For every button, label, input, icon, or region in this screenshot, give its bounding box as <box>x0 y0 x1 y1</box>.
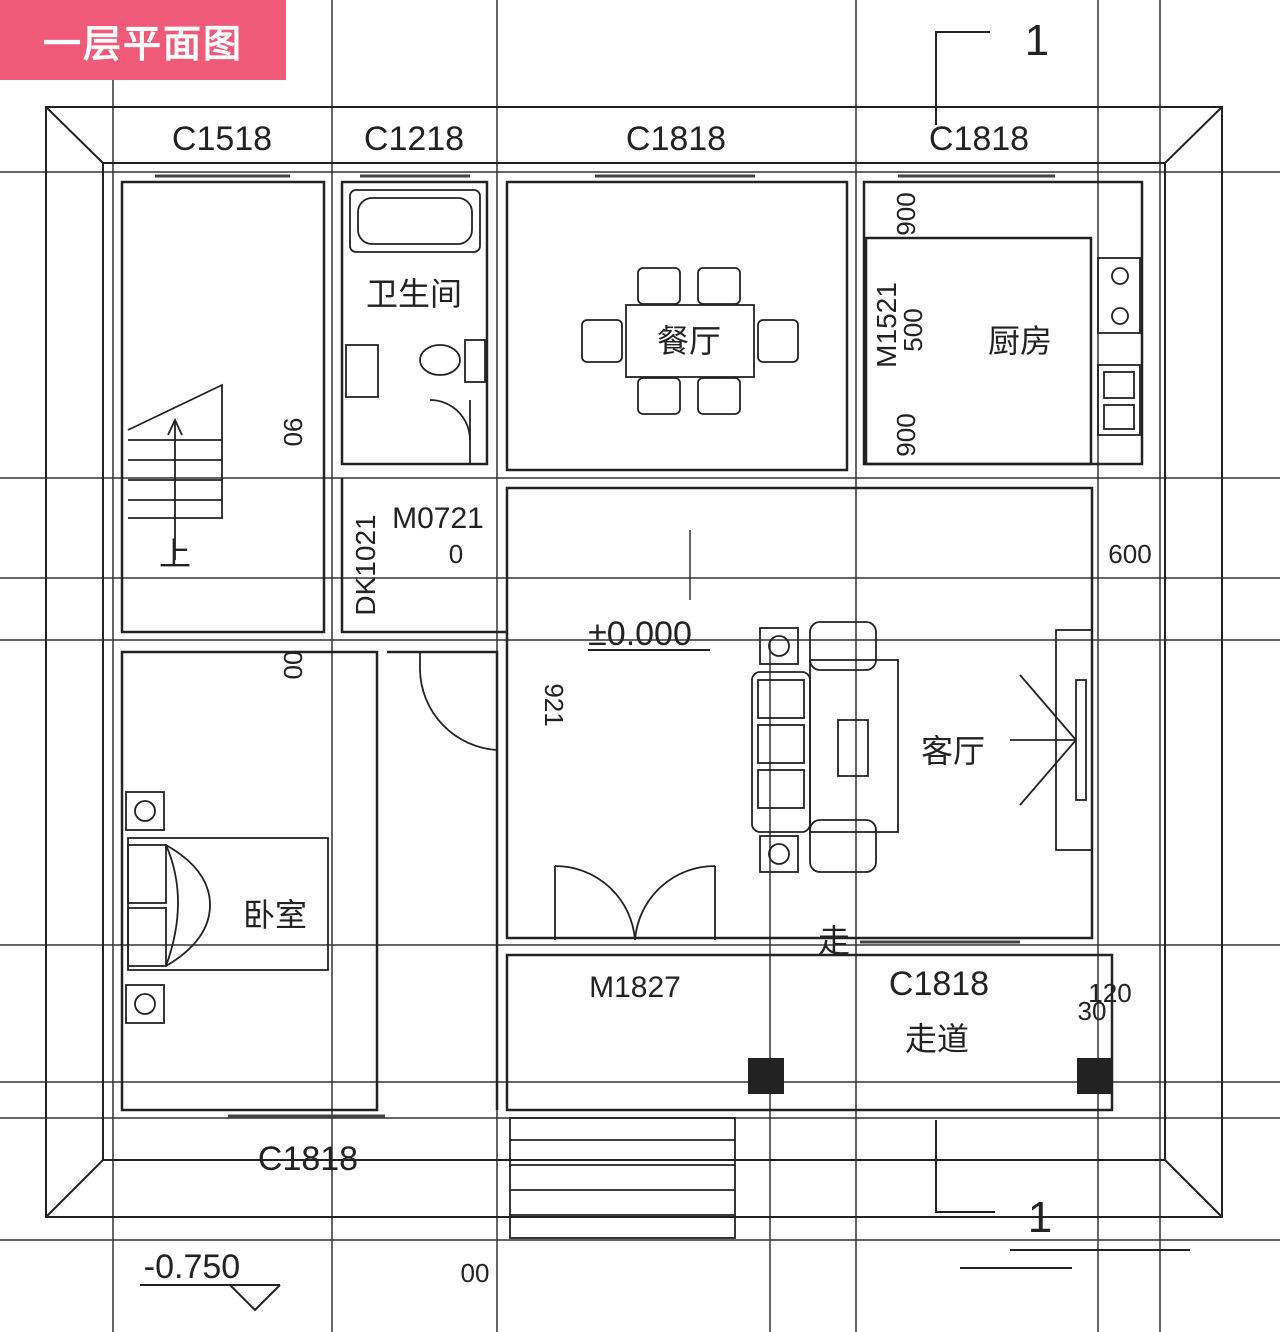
dim-kitchen-bottom: 900 <box>891 413 921 456</box>
living-set <box>751 621 1093 873</box>
dining-set <box>581 267 799 415</box>
dim-921: 921 <box>539 683 569 726</box>
window-label-c1218: C1218 <box>364 120 464 158</box>
window-marks <box>155 174 1055 1118</box>
bed <box>125 791 329 1024</box>
section-mark-top: 1 <box>1025 16 1049 65</box>
section-marks <box>935 31 1190 1269</box>
room-dining: 餐厅 <box>657 322 721 360</box>
steps <box>509 1117 736 1239</box>
dim-00-a: 00 <box>461 1258 490 1288</box>
stove <box>1097 257 1141 436</box>
dim-kitchen-mid: 500 <box>898 308 928 351</box>
window-label-c1518: C1518 <box>172 120 272 158</box>
dim-0: 0 <box>449 539 463 569</box>
window-label-c1818-a: C1818 <box>626 120 726 158</box>
room-kitchen: 厨房 <box>988 322 1052 360</box>
stair-up-label: 上 <box>159 535 191 573</box>
door-label-m0721: M0721 <box>392 502 484 535</box>
room-corridor: 走道 <box>905 1020 969 1058</box>
title-badge: 一层平面图 <box>0 0 286 80</box>
section-mark-bottom: 1 <box>1028 1193 1052 1242</box>
columns <box>748 1058 1113 1094</box>
door-swings <box>419 652 716 941</box>
door-label-m1827: M1827 <box>589 971 681 1004</box>
dim-kitchen-top: 900 <box>891 192 921 235</box>
window-label-c1818-b: C1818 <box>929 120 1029 158</box>
stair <box>127 383 223 560</box>
elevation-outside: -0.750 <box>144 1248 240 1286</box>
dim-00-b: 00 <box>278 651 308 680</box>
window-label-corridor: C1818 <box>889 965 989 1003</box>
elevation-marker <box>140 649 710 1312</box>
dim-90: 90 <box>278 418 308 447</box>
elevation-floor: ±0.000 <box>588 615 692 653</box>
room-bathroom: 卫生间 <box>366 275 462 313</box>
dim-120: 120 <box>1088 978 1131 1008</box>
roof-outline <box>45 106 1223 1218</box>
door-label-m1521: M1521 <box>871 282 902 368</box>
room-bedroom: 卧室 <box>243 896 307 934</box>
room-living: 客厅 <box>921 732 985 770</box>
room-corridor-partial: 走 <box>818 922 850 960</box>
window-label-bottom: C1818 <box>258 1140 358 1178</box>
door-label-dk1021: DK1021 <box>350 514 381 615</box>
fixtures <box>345 189 486 465</box>
dim-600: 600 <box>1108 539 1151 569</box>
page-title: 一层平面图 <box>42 21 243 66</box>
dim-30: 30 <box>1078 996 1107 1026</box>
